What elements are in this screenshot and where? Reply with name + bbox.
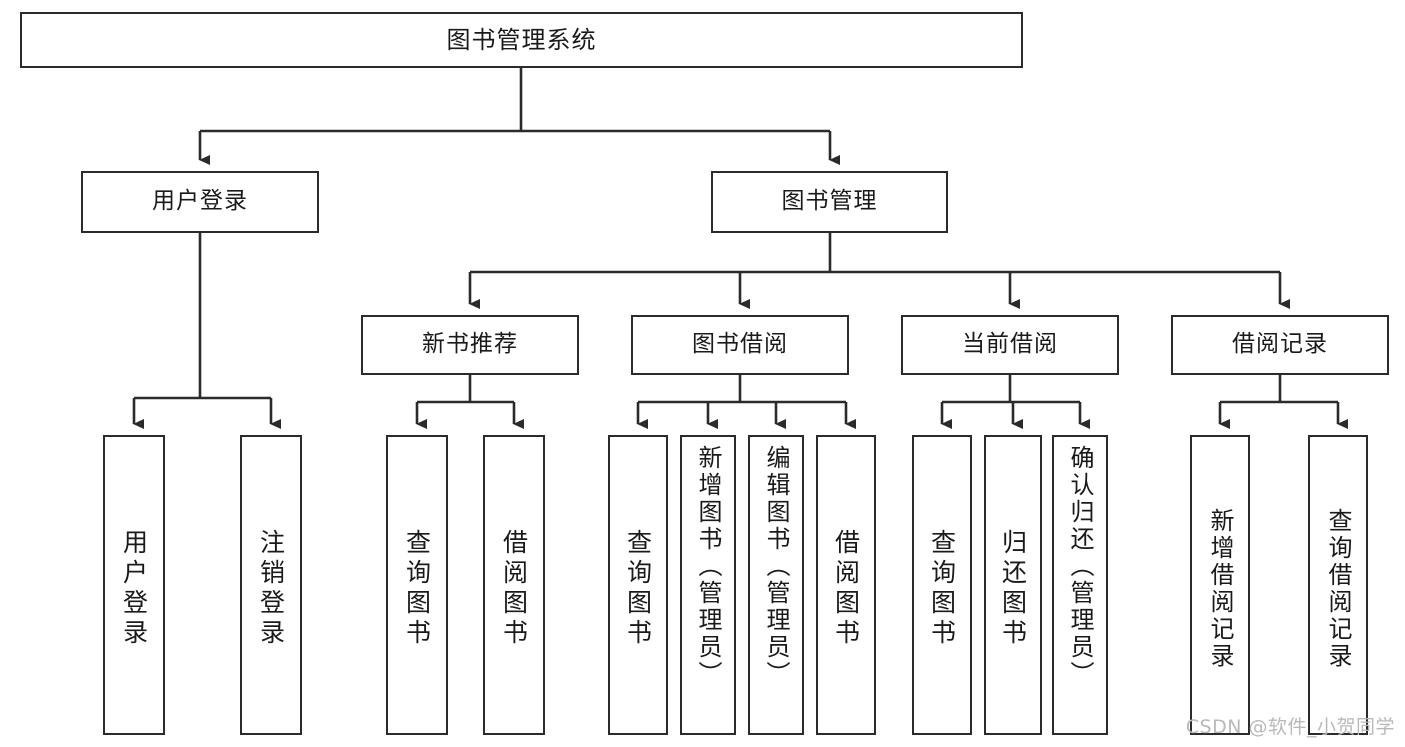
node-leaf-user-login-label: 用户登录	[119, 529, 149, 649]
node-borrow-record-label: 借阅记录	[1232, 331, 1328, 358]
node-leaf-borrow-book[interactable]: 借阅图书	[816, 435, 876, 735]
node-book-management-label: 图书管理	[781, 188, 878, 215]
node-current-borrow-label: 当前借阅	[962, 331, 1058, 358]
node-leaf-add-book-label: 新增图书（管理员）	[694, 445, 722, 688]
node-leaf-return-book[interactable]: 归还图书	[984, 435, 1042, 735]
node-book-borrow[interactable]: 图书借阅	[631, 315, 849, 375]
node-leaf-logout[interactable]: 注销登录	[240, 435, 302, 735]
node-leaf-query-book-current-label: 查询图书	[927, 529, 957, 649]
node-borrow-record[interactable]: 借阅记录	[1171, 315, 1389, 375]
node-user-login-label: 用户登录	[152, 188, 248, 215]
node-new-book-recommend[interactable]: 新书推荐	[361, 315, 579, 375]
node-root[interactable]: 图书管理系统	[20, 12, 1023, 68]
node-leaf-borrow-book-rec-label: 借阅图书	[499, 529, 529, 649]
node-book-management[interactable]: 图书管理	[711, 171, 948, 233]
node-current-borrow[interactable]: 当前借阅	[901, 315, 1119, 375]
node-book-borrow-label: 图书借阅	[692, 331, 788, 358]
node-leaf-query-book-borrow-label: 查询图书	[623, 529, 653, 649]
node-new-book-recommend-label: 新书推荐	[422, 331, 518, 358]
watermark: CSDN @软件_小贺同学	[1185, 716, 1395, 738]
node-user-login[interactable]: 用户登录	[81, 171, 319, 233]
node-leaf-user-login[interactable]: 用户登录	[103, 435, 165, 735]
node-leaf-edit-book[interactable]: 编辑图书（管理员）	[748, 435, 804, 735]
node-leaf-add-book[interactable]: 新增图书（管理员）	[680, 435, 736, 735]
node-leaf-edit-book-label: 编辑图书（管理员）	[762, 445, 790, 688]
node-leaf-query-borrow-record[interactable]: 查询借阅记录	[1308, 435, 1368, 735]
node-leaf-confirm-return[interactable]: 确认归还（管理员）	[1052, 435, 1108, 735]
node-leaf-confirm-return-label: 确认归还（管理员）	[1066, 445, 1094, 688]
node-leaf-return-book-label: 归还图书	[998, 529, 1028, 649]
node-leaf-query-book-borrow[interactable]: 查询图书	[608, 435, 668, 735]
node-root-label: 图书管理系统	[446, 25, 597, 54]
node-leaf-borrow-book-rec[interactable]: 借阅图书	[483, 435, 545, 735]
node-leaf-query-book-current[interactable]: 查询图书	[912, 435, 972, 735]
node-leaf-add-borrow-record-label: 新增借阅记录	[1206, 508, 1234, 670]
node-leaf-query-book-rec[interactable]: 查询图书	[386, 435, 448, 735]
node-leaf-borrow-book-label: 借阅图书	[831, 529, 861, 649]
node-leaf-query-book-rec-label: 查询图书	[402, 529, 432, 649]
node-leaf-add-borrow-record[interactable]: 新增借阅记录	[1190, 435, 1250, 735]
node-leaf-logout-label: 注销登录	[256, 529, 286, 649]
node-leaf-query-borrow-record-label: 查询借阅记录	[1324, 508, 1352, 670]
